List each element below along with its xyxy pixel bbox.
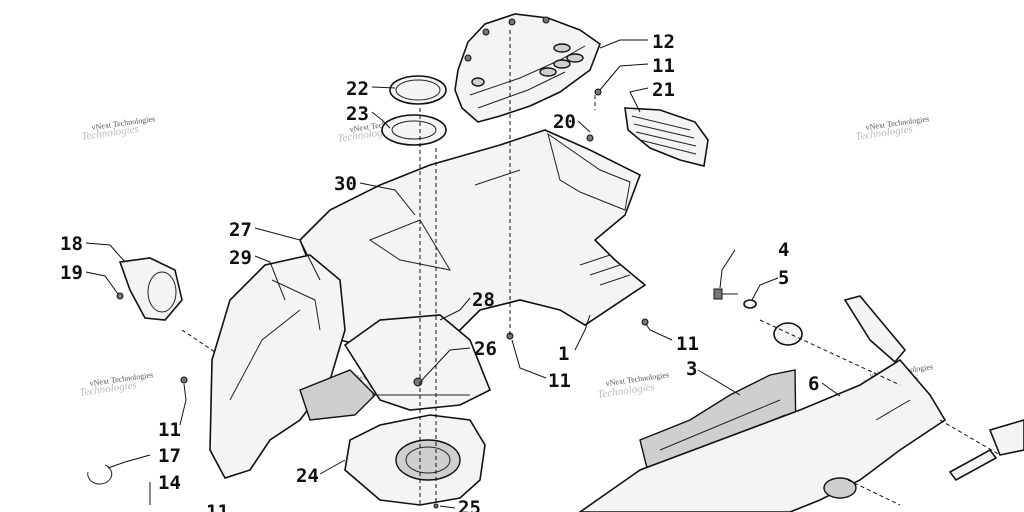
part-bracket-right: [948, 419, 1024, 482]
callout-4: 4: [778, 239, 789, 261]
callout-20: 20: [553, 111, 576, 133]
callout-19: 19: [60, 262, 83, 284]
callout-26: 26: [474, 338, 497, 360]
callout-labels: 12 11 21 22 23 20 30 27 29 18 19 28 4 5 …: [60, 31, 819, 512]
callout-12: 12: [652, 31, 675, 53]
callout-29: 29: [229, 247, 252, 269]
part-28-shield: [343, 314, 492, 411]
callout-27: 27: [229, 219, 252, 241]
callout-5: 5: [778, 267, 789, 289]
callout-11: 11: [676, 333, 699, 355]
part-fender-front: [209, 254, 376, 479]
part-23-gasket: [381, 114, 447, 146]
part-22-ring: [389, 75, 447, 105]
part-main-body: [299, 129, 647, 351]
callout-11: 11: [548, 370, 571, 392]
callout-14: 14: [158, 472, 181, 494]
callout-23: 23: [346, 103, 369, 125]
callout-22: 22: [346, 78, 369, 100]
callout-17: 17: [158, 445, 181, 467]
part-5-washer: [743, 299, 757, 309]
part-21-grille: [624, 107, 709, 167]
part-17-clip: [87, 464, 113, 485]
callout-18: 18: [60, 233, 83, 255]
callout-11: 11: [652, 55, 675, 77]
watermark-left-bottom: Technologies vNext Technologies: [79, 370, 154, 399]
assembly-lines: [181, 30, 1001, 506]
part-24-tray: [344, 414, 486, 506]
fasteners: [116, 88, 649, 509]
part-12-cover: [454, 13, 601, 123]
part-4-bolt: [713, 288, 738, 300]
callout-6: 6: [808, 373, 819, 395]
callout-21: 21: [652, 79, 675, 101]
part-18-boot: [118, 257, 183, 321]
part-mount-disk: [773, 322, 803, 346]
watermark-left-top: Technologies vNext Technologies: [81, 114, 156, 143]
callout-11: 11: [158, 419, 181, 441]
callout-25: 25: [458, 497, 481, 512]
callout-24: 24: [296, 465, 319, 487]
callout-30: 30: [334, 173, 357, 195]
callout-28: 28: [472, 289, 495, 311]
callout-1: 1: [558, 343, 569, 365]
part-6-rear-body: [578, 295, 947, 512]
callout-3: 3: [686, 358, 697, 380]
leader-lines: [85, 39, 841, 509]
watermark-right-top: Technologies vNext Technologies: [855, 114, 930, 143]
watermark-mid-bottom: Technologies vNext Technologies: [597, 370, 670, 401]
callout-11: 11: [206, 501, 229, 512]
